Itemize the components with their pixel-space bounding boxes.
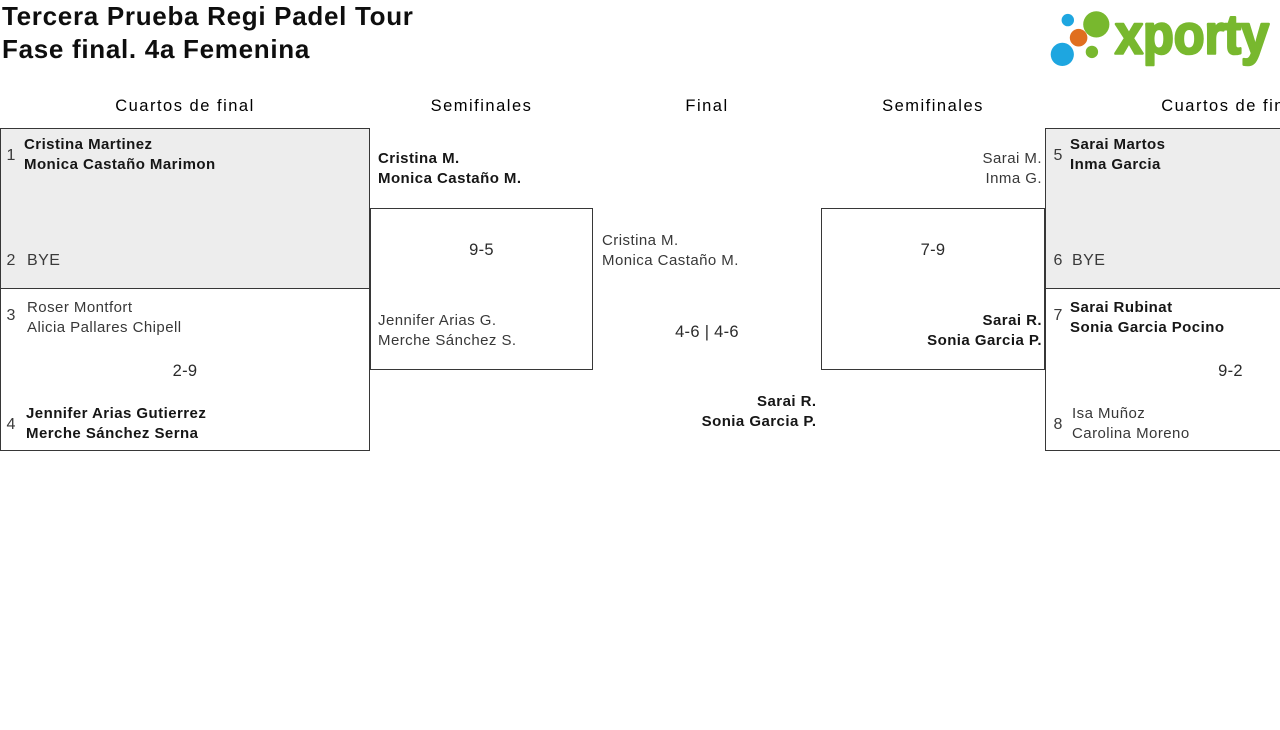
svg-text:xporty: xporty <box>1115 3 1269 66</box>
